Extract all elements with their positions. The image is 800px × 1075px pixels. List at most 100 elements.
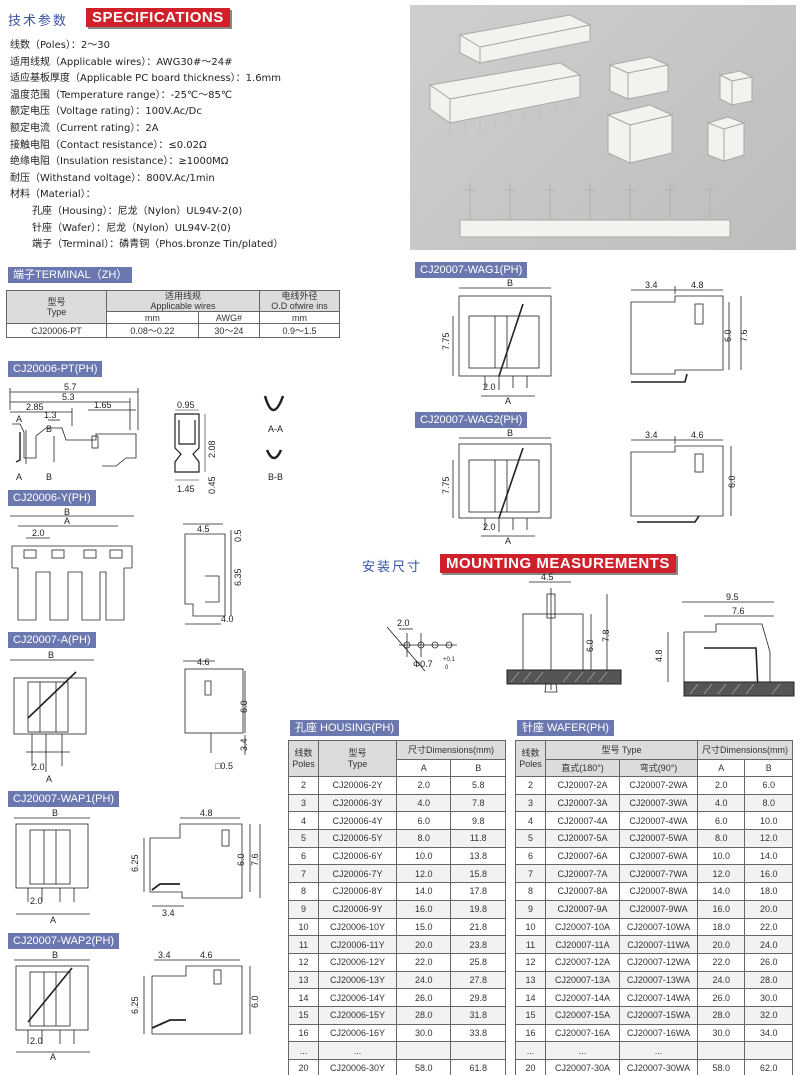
table-cell: 14.0 bbox=[744, 846, 793, 866]
a-tag: CJ20007-A(PH) bbox=[8, 632, 96, 648]
table-cell: 5 bbox=[515, 829, 546, 848]
specs-title-cn: 技术参数 bbox=[8, 14, 69, 29]
table-cell: 12.0 bbox=[395, 864, 452, 884]
table-cell: CJ20006-7Y bbox=[318, 864, 397, 884]
table-cell: CJ20006-16Y bbox=[318, 1023, 397, 1043]
wag2-front-drawing: B 7.75 2.0 A bbox=[441, 428, 552, 546]
table-cell: 58.0 bbox=[395, 1059, 452, 1075]
table-cell: 12 bbox=[288, 952, 319, 972]
table-cell: CJ20006-10Y bbox=[318, 917, 397, 937]
table-cell: 8 bbox=[288, 882, 319, 901]
wap1-label-a: A bbox=[50, 915, 56, 925]
pt-dim-57: 5.7 bbox=[64, 382, 77, 392]
a-front-drawing: B 2.0 A bbox=[10, 650, 94, 784]
table-cell: 24.0 bbox=[395, 970, 452, 990]
wag1-dim-76: 7.6 bbox=[739, 329, 749, 342]
table-cell: CJ20006-5Y bbox=[318, 829, 397, 848]
table-cell: 11 bbox=[288, 935, 319, 954]
table-cell: 11 bbox=[515, 935, 546, 954]
wafer-header-type: 型号 Type bbox=[545, 739, 698, 761]
pt-side-drawing: 5.7 5.3 2.85 1.3 1.65 A B A B bbox=[9, 382, 139, 482]
mount-dim-20: 2.0 bbox=[397, 618, 410, 628]
table-cell: 7 bbox=[288, 864, 319, 884]
wag1-dim-48: 4.8 bbox=[691, 280, 704, 290]
wag1-dim-20: 2.0 bbox=[483, 382, 496, 392]
wafer-header-dim: 尺寸Dimensions(mm) bbox=[697, 739, 793, 761]
table-cell: CJ20006-8Y bbox=[318, 882, 397, 901]
table-cell: CJ20006-15Y bbox=[318, 1005, 397, 1025]
table-cell: 2.0 bbox=[696, 776, 746, 795]
table-cell: 9 bbox=[288, 899, 319, 919]
table-cell: 17.8 bbox=[450, 882, 506, 901]
table-cell: 8.0 bbox=[395, 829, 452, 848]
table-cell: CJ20006-2Y bbox=[318, 776, 397, 795]
table-cell: CJ20007-14A bbox=[545, 988, 620, 1007]
table-cell: CJ20006-14Y bbox=[318, 988, 397, 1007]
wag1-label-a: A bbox=[505, 396, 511, 406]
table-cell: ... bbox=[318, 1041, 397, 1060]
wap1-dim-48: 4.8 bbox=[200, 808, 213, 818]
wag2-side-drawing: 3.4 4.6 6.0 bbox=[630, 430, 737, 523]
table-cell: CJ20007-2WA bbox=[619, 776, 698, 795]
table-cell: 20.0 bbox=[395, 935, 452, 954]
a-dim-46: 4.6 bbox=[197, 657, 210, 667]
pt-dim-145: 1.45 bbox=[177, 484, 195, 494]
wag1-dim-60: 6.0 bbox=[723, 329, 733, 342]
table-cell: 18.0 bbox=[744, 882, 793, 901]
pt-sections-drawing: A-A B-B bbox=[263, 395, 285, 482]
table-cell: 26.0 bbox=[395, 988, 452, 1007]
table-cell: 2.0 bbox=[395, 776, 452, 795]
mount-dim-76: 7.6 bbox=[732, 606, 745, 616]
table-cell: CJ20007-13A bbox=[545, 970, 620, 990]
spec-withstand: 耐压（Withstand voltage）：800V.Ac/1min bbox=[10, 172, 215, 184]
table-cell: 12.0 bbox=[696, 864, 746, 884]
table-cell: 58.0 bbox=[696, 1059, 746, 1075]
spec-insulation: 绝缘电阻（Insulation resistance）：≥1000MΩ bbox=[10, 156, 229, 168]
wap2-tag: CJ20007-WAP2(PH) bbox=[8, 933, 120, 949]
table-cell: 30.0 bbox=[744, 988, 793, 1007]
pt-label-b-top: B bbox=[46, 424, 52, 434]
table-cell: ... bbox=[619, 1041, 698, 1060]
a-dim-20: 2.0 bbox=[32, 762, 45, 772]
terminal-header-model: 型号 Type bbox=[6, 290, 107, 324]
table-cell: CJ20007-4A bbox=[545, 811, 620, 831]
table-cell: 10.0 bbox=[395, 846, 452, 866]
table-cell: 10.0 bbox=[696, 846, 746, 866]
spec-contact: 接触电阻（Contact resistance）：≤0.02Ω bbox=[10, 139, 207, 151]
table-cell: CJ20006-13Y bbox=[318, 970, 397, 990]
table-cell: 7.8 bbox=[450, 793, 506, 813]
y-label-a: A bbox=[64, 516, 70, 526]
wag2-label-b: B bbox=[507, 428, 513, 438]
wag1-front-drawing: B 7.75 2.0 A bbox=[441, 278, 552, 406]
pt-dim-285: 2.85 bbox=[26, 402, 44, 412]
table-cell: 2 bbox=[515, 776, 546, 795]
table-cell: CJ20007-12A bbox=[545, 952, 620, 972]
table-cell: 18.0 bbox=[696, 917, 746, 937]
y-dim-45: 4.5 bbox=[197, 524, 210, 534]
terminal-header-wires: 适用线规 Applicable wires bbox=[106, 290, 260, 312]
y-label-b: B bbox=[64, 507, 70, 517]
table-cell: 12 bbox=[515, 952, 546, 972]
wap2-dim-34: 3.4 bbox=[158, 950, 171, 960]
table-cell: 8.0 bbox=[744, 793, 793, 813]
spec-housing: 孔座（Housing）：尼龙（Nylon）UL94V-2(0) bbox=[32, 205, 243, 217]
table-cell: CJ20007-30WA bbox=[619, 1059, 698, 1075]
pt-dim-13: 1.3 bbox=[44, 410, 57, 420]
housing-header-poles: 线数 Poles bbox=[288, 740, 319, 777]
wag2-tag: CJ20007-WAG2(PH) bbox=[415, 412, 528, 428]
wap1-dim-76: 7.6 bbox=[250, 853, 260, 866]
table-cell: CJ20007-3A bbox=[545, 793, 620, 813]
wap2-label-b: B bbox=[52, 950, 58, 960]
table-cell: 14 bbox=[288, 988, 319, 1007]
